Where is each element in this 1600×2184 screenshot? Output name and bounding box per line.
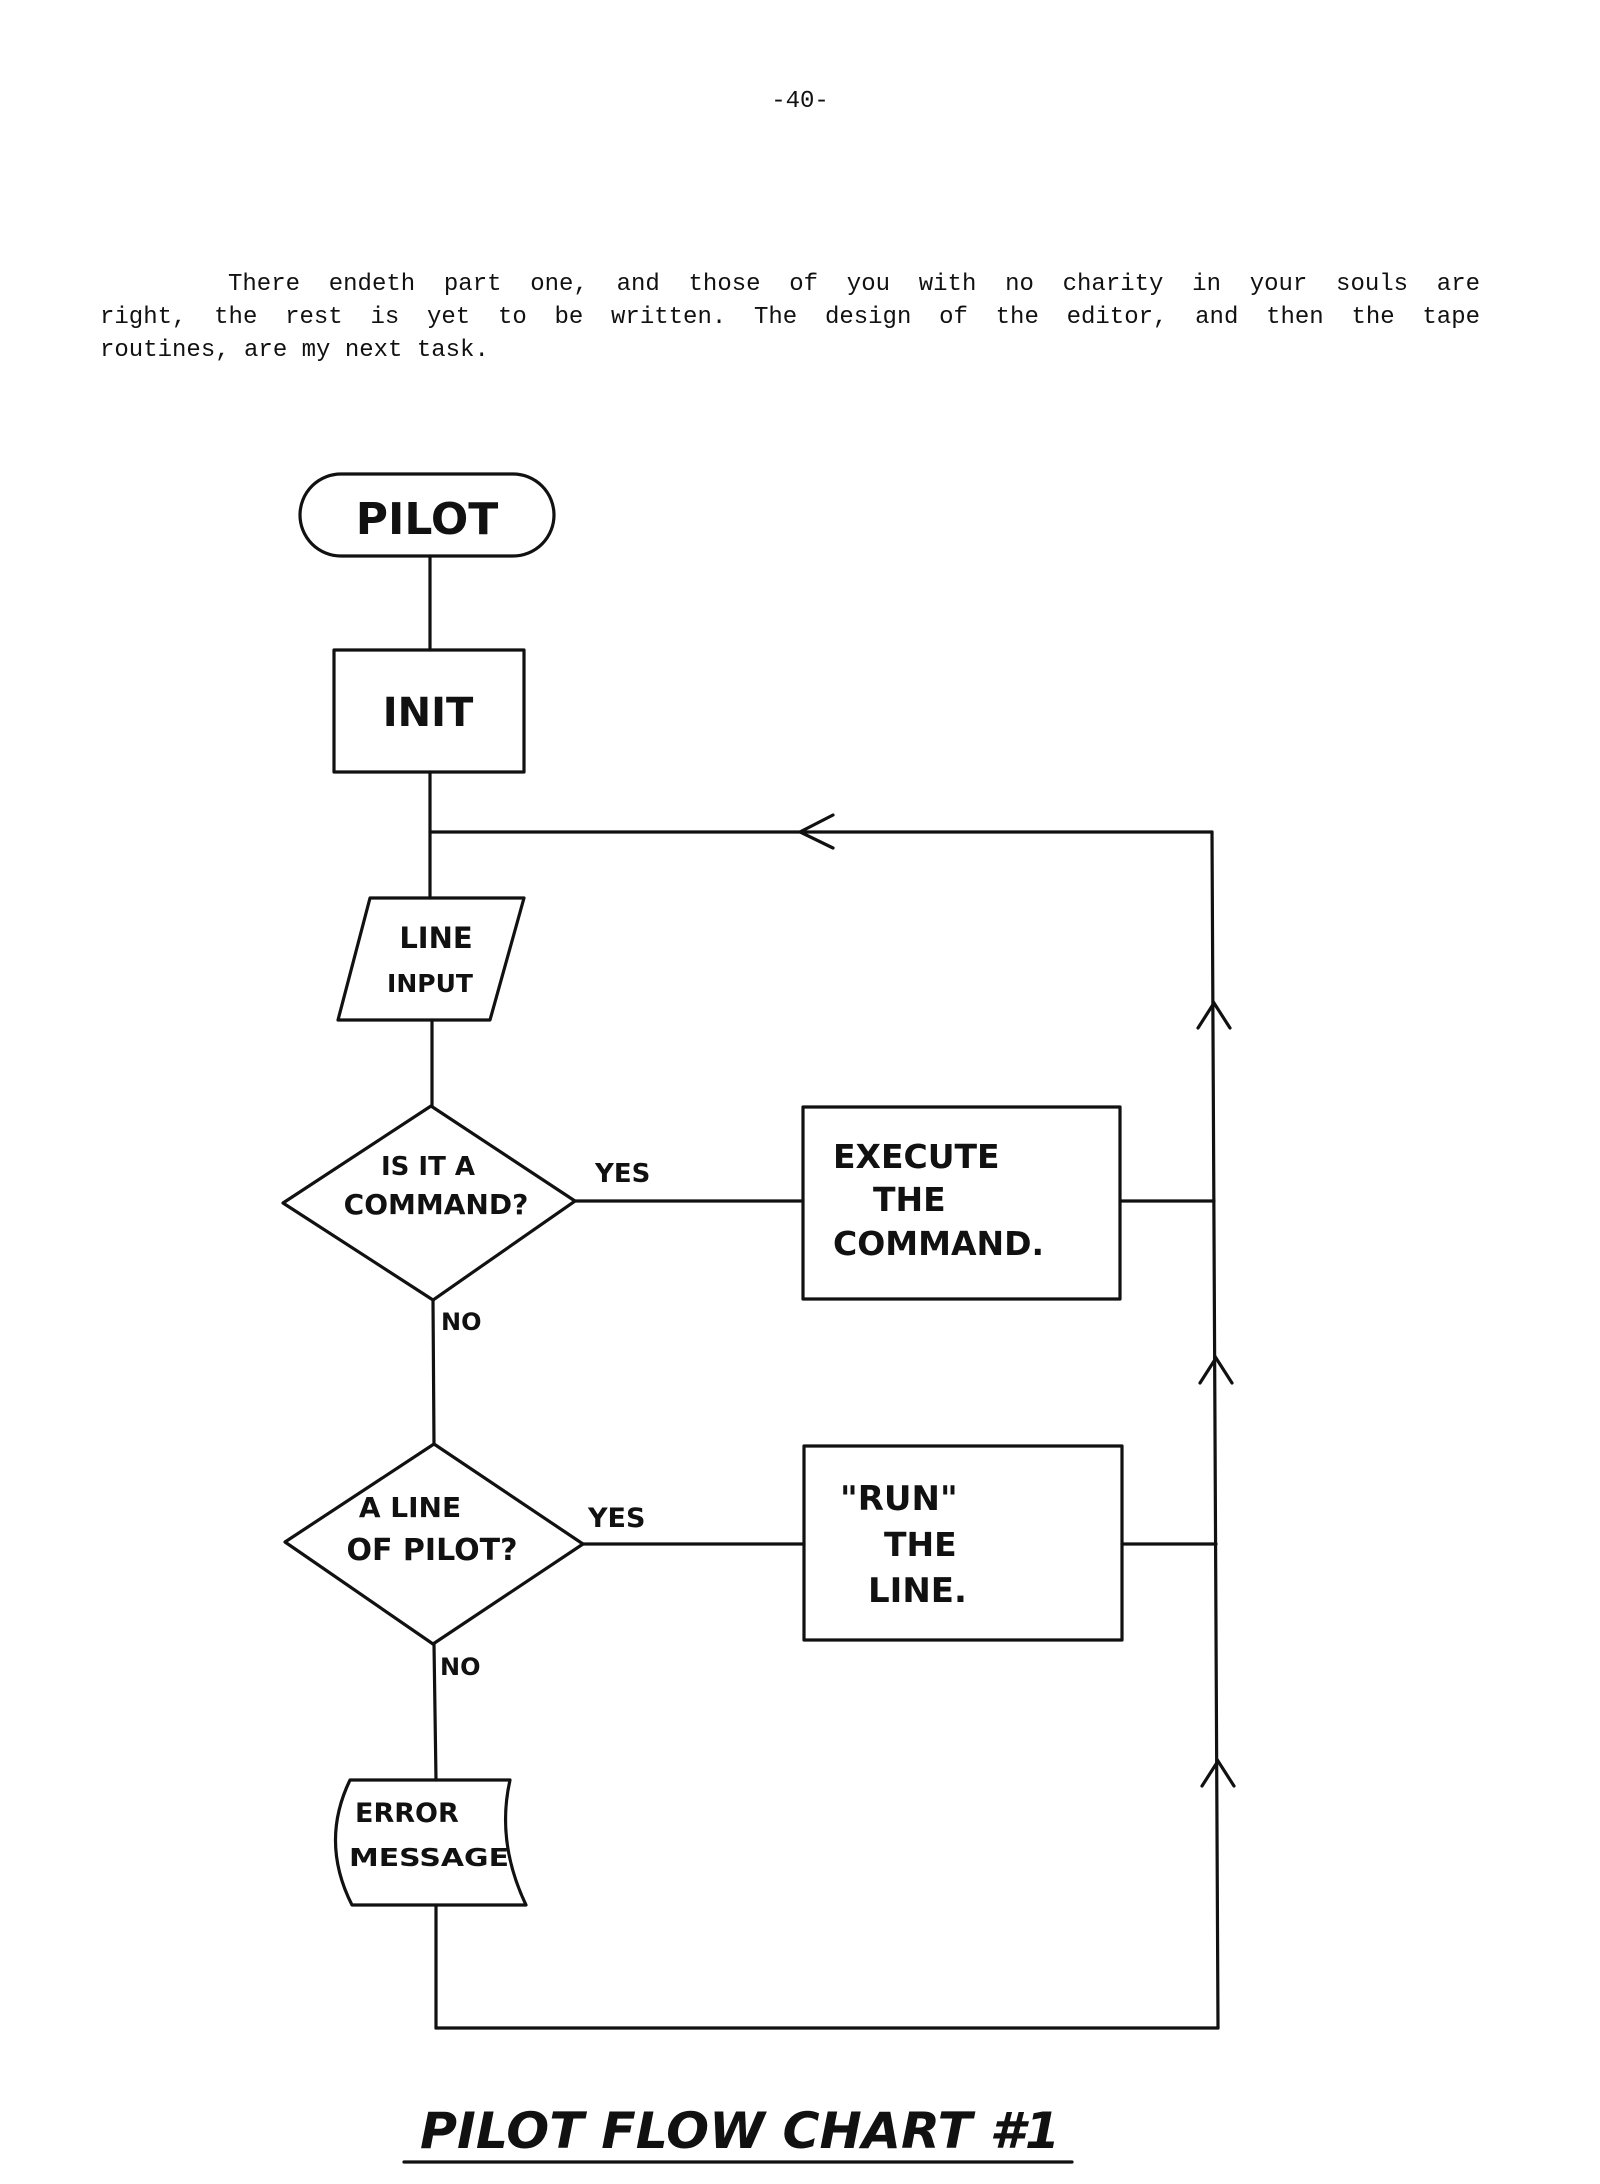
error-label-line2: MESSAGE [349, 1843, 509, 1872]
decision2-label-line2: OF PILOT? [346, 1533, 517, 1568]
execute-label-line2: THE [873, 1180, 946, 1219]
execute-command-box [801, 1105, 1122, 1301]
connector-loop-right [1210, 830, 1220, 2030]
flowchart-title: PILOT FLOW CHART #1 [420, 2102, 1060, 2160]
input-label-line2: INPUT [387, 969, 473, 998]
decision-is-command [281, 1104, 577, 1302]
decision2-no-label: NO [440, 1653, 481, 1681]
input-label-line1: LINE [399, 921, 472, 955]
connector-decision1-no [431, 1298, 436, 1446]
decision-is-pilot-line [283, 1442, 585, 1646]
execute-label-line3: COMMAND. [833, 1224, 1044, 1263]
arrow-up-1 [1196, 1000, 1232, 1030]
connector-decision2-no [432, 1642, 438, 1782]
decision2-label-line1: A LINE [359, 1491, 461, 1524]
error-label-line1: ERROR [355, 1798, 459, 1829]
paragraph-line-3: routines, are my next task. [100, 337, 489, 364]
run-label-line1: "RUN" [840, 1479, 958, 1519]
init-process-box [332, 648, 526, 774]
decision1-no-label: NO [441, 1308, 482, 1336]
page-number: -40- [771, 88, 829, 115]
line-input-parallelogram [336, 896, 526, 1022]
paragraph-line-1: There endeth part one, and those of you … [228, 271, 1480, 298]
decision2-yes-label: YES [587, 1503, 645, 1534]
error-message-output [333, 1778, 528, 1907]
decision1-label-line1: IS IT A [381, 1152, 475, 1182]
init-label: INIT [383, 690, 474, 736]
decision1-yes-label: YES [594, 1159, 650, 1189]
run-label-line2: THE [884, 1525, 957, 1564]
execute-label-line1: EXECUTE [833, 1137, 1000, 1176]
start-label: PILOT [356, 494, 499, 545]
run-line-box [802, 1444, 1124, 1642]
intro-paragraph: There endeth part one, and those of you … [100, 268, 1480, 367]
arrow-up-3 [1200, 1758, 1236, 1788]
paragraph-line-2: right, the rest is yet to be written. Th… [100, 304, 1480, 331]
arrow-loop-return [796, 813, 835, 850]
arrow-up-2 [1198, 1355, 1234, 1385]
decision1-label-line2: COMMAND? [344, 1188, 529, 1221]
run-label-line3: LINE. [868, 1571, 967, 1611]
start-terminator [298, 472, 556, 558]
